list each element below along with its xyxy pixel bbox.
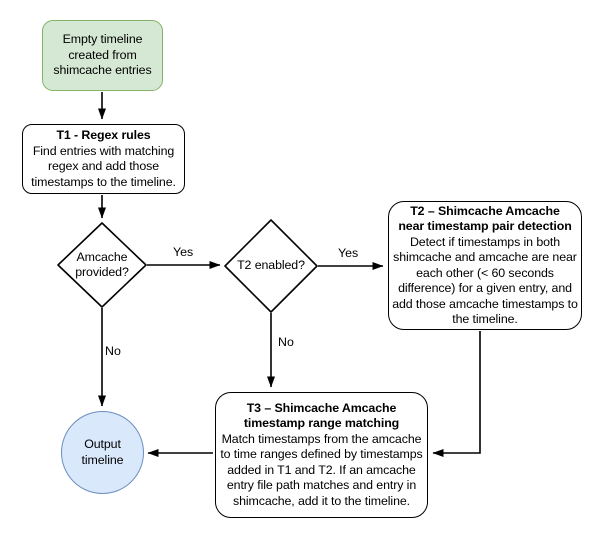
- t1-title: T1 - Regex rules: [56, 128, 151, 142]
- edge-label-t2-no: No: [278, 335, 294, 349]
- decision-node-amcache-provided: Amcache provided?: [54, 241, 150, 289]
- output-node-text: Output timeline: [81, 437, 124, 467]
- amcache-decision-text: Amcache provided?: [75, 249, 129, 280]
- amcache-decision-diamond: [57, 222, 147, 308]
- edge-label-amcache-no: No: [105, 344, 121, 358]
- process-node-t1-regex-rules: T1 - Regex rules Find entries with match…: [22, 124, 185, 194]
- t2-decision-text: T2 enabled?: [237, 258, 305, 273]
- process-node-t3-timestamp-range-matching: T3 – Shimcache Amcache timestamp range m…: [215, 392, 428, 518]
- start-node-text: Empty timeline created from shimcache en…: [53, 32, 152, 78]
- edge-label-amcache-yes: Yes: [173, 245, 194, 259]
- end-node-output-timeline: Output timeline: [61, 411, 144, 494]
- edge-label-t2-yes: Yes: [338, 246, 359, 260]
- t2-body: Detect if timestamps in both shimcache a…: [392, 234, 578, 327]
- start-node-empty-timeline: Empty timeline created from shimcache en…: [42, 20, 163, 91]
- t2-decision-diamond: [224, 219, 318, 313]
- t3-body: Match timestamps from the amcache to tim…: [220, 431, 423, 508]
- edge-t2-to-t3: [432, 331, 481, 457]
- t3-title: T3 – Shimcache Amcache timestamp range m…: [243, 400, 400, 431]
- t2-title: T2 – Shimcache Amcache near timestamp pa…: [398, 203, 572, 234]
- decision-node-t2-enabled: T2 enabled?: [223, 253, 319, 279]
- t1-body: Find entries with matching regex and add…: [31, 143, 176, 189]
- process-node-t2-near-timestamp-pair-detection: T2 – Shimcache Amcache near timestamp pa…: [388, 201, 582, 330]
